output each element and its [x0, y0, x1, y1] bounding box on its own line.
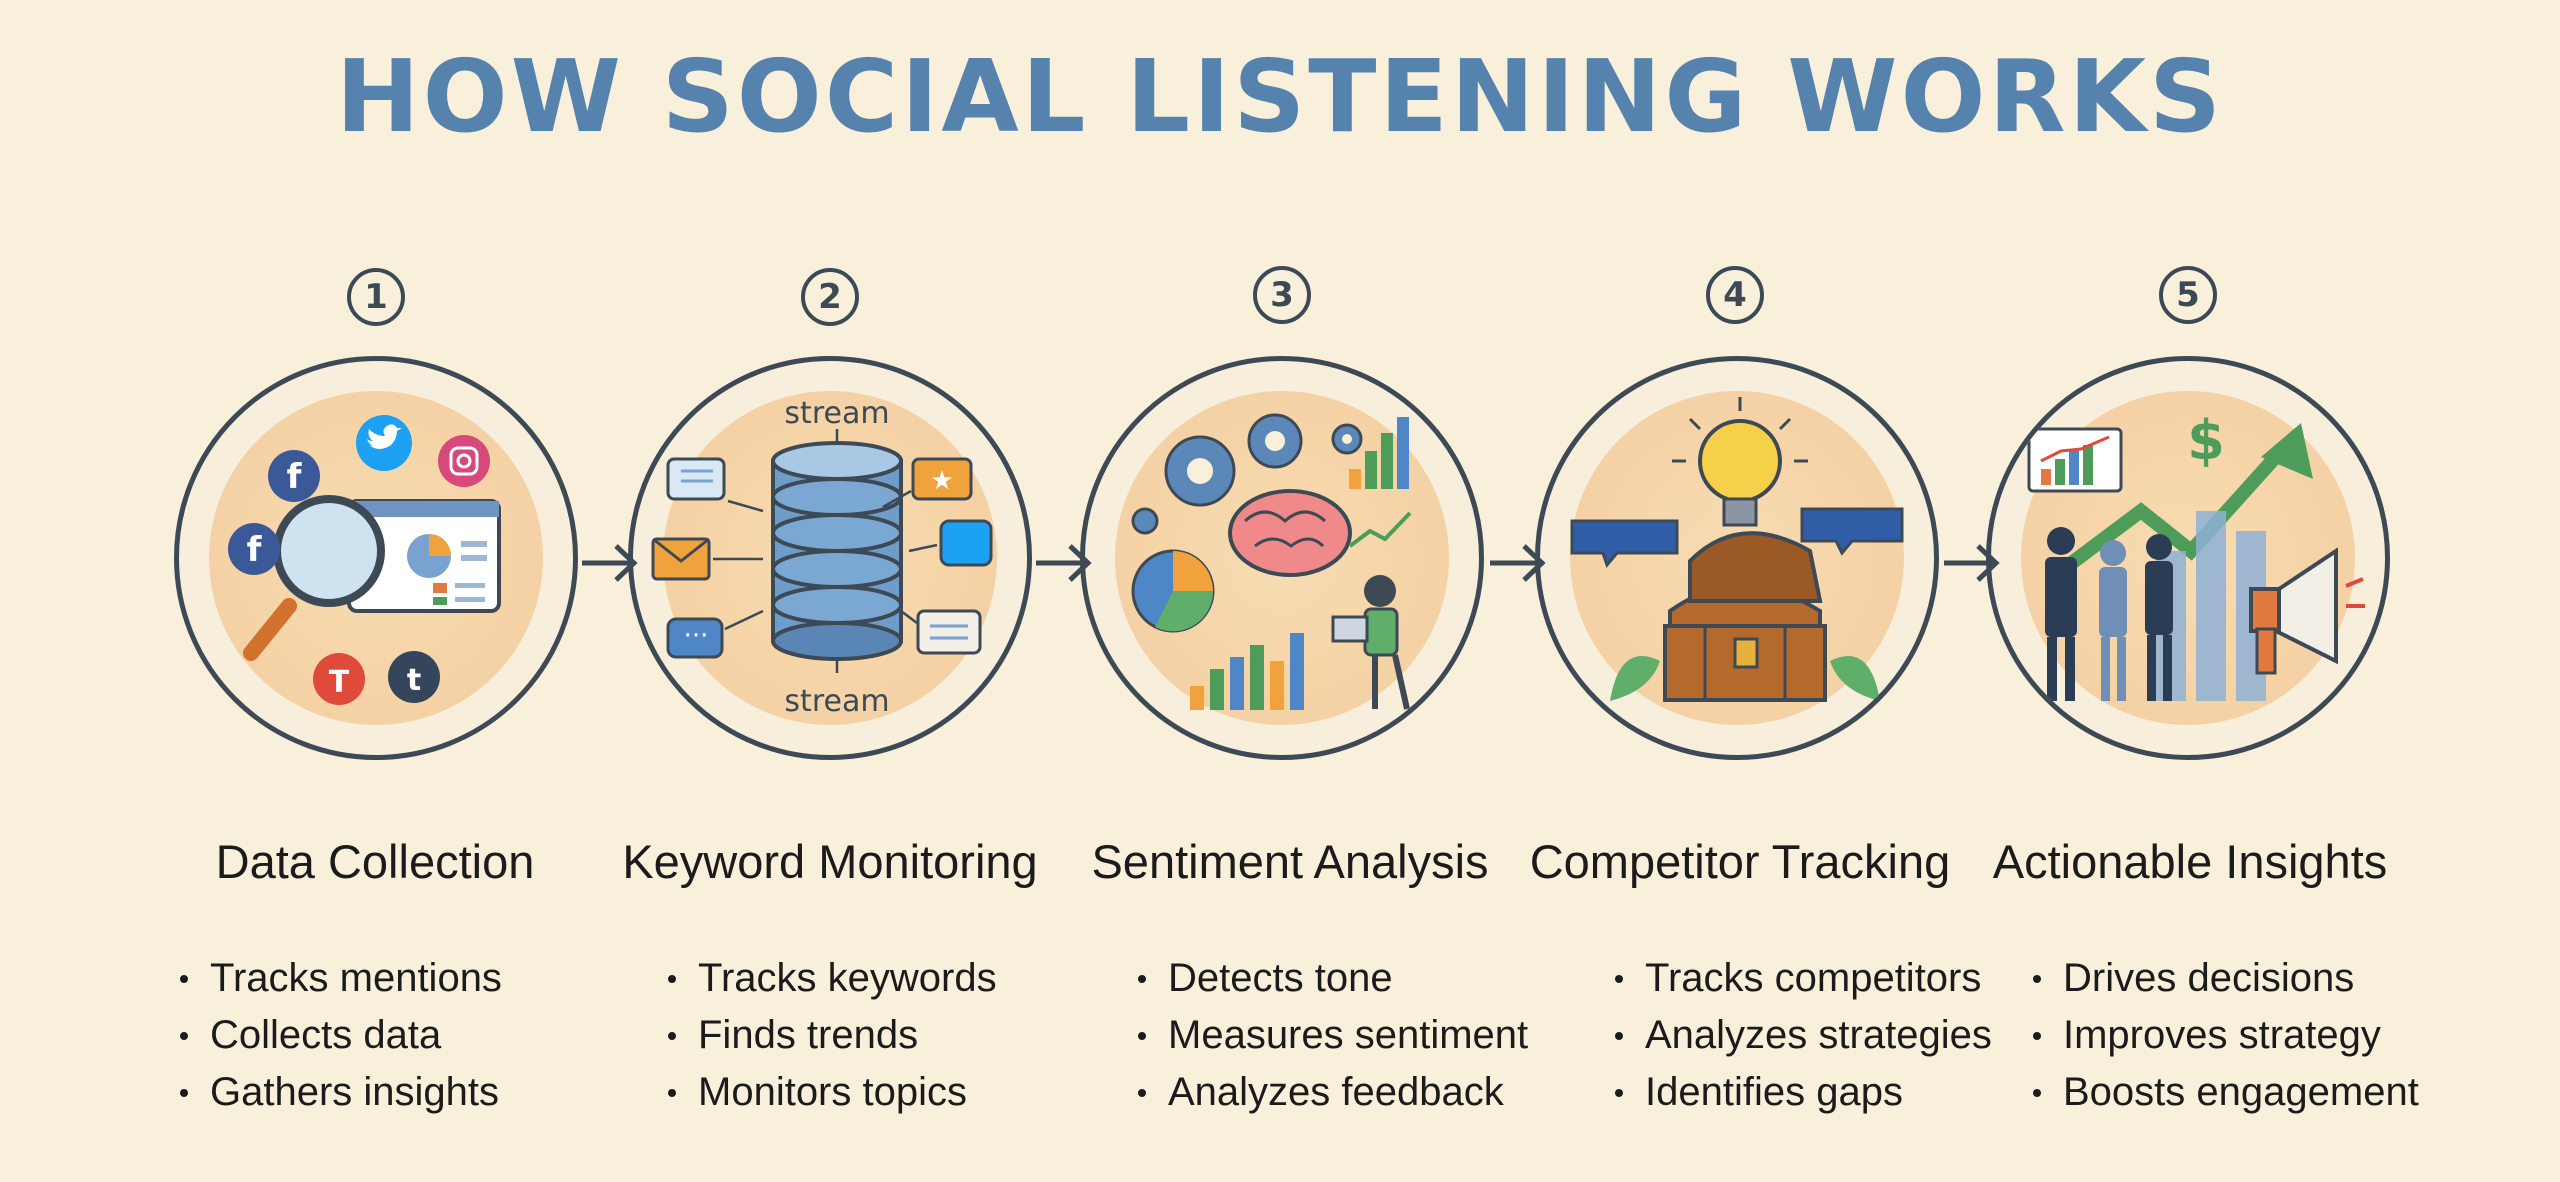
svg-text:t: t [407, 663, 421, 698]
step-illustration: ··· ★ stream stream [628, 356, 1032, 760]
step-title: Competitor Tracking [1529, 835, 1951, 888]
bullet-list: Detects tone Measures sentiment Analyzes… [1134, 950, 1528, 1121]
list-item: Tracks competitors [1611, 950, 1992, 1007]
step-illustration: $ [1986, 356, 2390, 760]
arrow-right-icon [582, 544, 638, 582]
bullet-list: Tracks mentions Collects data Gathers in… [176, 950, 502, 1121]
step-number: 3 [1253, 266, 1311, 324]
svg-text:★: ★ [930, 466, 953, 496]
list-item: Tracks mentions [176, 950, 502, 1007]
svg-text:T: T [329, 665, 350, 700]
svg-text:$: $ [2187, 409, 2225, 472]
bullet-list: Drives decisions Improves strategy Boost… [2029, 950, 2419, 1121]
list-item: Finds trends [664, 1007, 997, 1064]
page-title: HOW SOCIAL LISTENING WORKS [335, 38, 2225, 155]
stream-label-bottom: stream [784, 684, 889, 719]
list-item: Identifies gaps [1611, 1064, 1992, 1121]
step-title: Sentiment Analysis [1091, 835, 1489, 888]
step-actionable-insights: 5 $ [1930, 0, 2450, 1182]
list-item: Analyzes feedback [1134, 1064, 1528, 1121]
list-item: Improves strategy [2029, 1007, 2419, 1064]
step-title: Actionable Insights [1992, 835, 2388, 888]
list-item: Boosts engagement [2029, 1064, 2419, 1121]
step-data-collection: 1 f f T t Data Collection Tracks mention… [110, 0, 630, 1182]
list-item: Gathers insights [176, 1064, 502, 1121]
step-keyword-monitoring: 2 ··· ★ [570, 0, 1090, 1182]
arrow-right-icon [1944, 544, 2000, 582]
step-illustration [1535, 356, 1939, 760]
step-number: 5 [2159, 266, 2217, 324]
stream-label-top: stream [784, 396, 889, 431]
list-item: Detects tone [1134, 950, 1528, 1007]
step-sentiment-analysis: 3 Sentim [1020, 0, 1540, 1182]
list-item: Tracks keywords [664, 950, 997, 1007]
list-item: Measures sentiment [1134, 1007, 1528, 1064]
database-stream-icon: ··· ★ stream stream [651, 396, 993, 719]
list-item: Drives decisions [2029, 950, 2419, 1007]
step-illustration: f f T t [174, 356, 578, 760]
step-number: 2 [801, 268, 859, 326]
team-growth-megaphone-icon: $ [2027, 409, 2365, 701]
arrow-right-icon [1036, 544, 1092, 582]
bullet-list: Tracks competitors Analyzes strategies I… [1611, 950, 1992, 1121]
svg-text:···: ··· [684, 621, 709, 651]
magnifier-social-icons: f f T t [228, 415, 501, 705]
list-item: Monitors topics [664, 1064, 997, 1121]
svg-text:f: f [287, 457, 303, 497]
lightbulb-treasure-chest-icon [1570, 397, 1904, 702]
list-item: Collects data [176, 1007, 502, 1064]
svg-text:f: f [247, 530, 263, 570]
step-title: Keyword Monitoring [622, 835, 1038, 888]
arrow-right-icon [1490, 544, 1546, 582]
step-competitor-tracking: 4 Competitor Tracking Tracks [1475, 0, 1995, 1182]
step-illustration [1080, 356, 1484, 760]
bullet-list: Tracks keywords Finds trends Monitors to… [664, 950, 997, 1121]
brain-gears-charts-icon [1131, 413, 1412, 710]
step-title: Data Collection [215, 835, 535, 888]
step-number: 1 [347, 268, 405, 326]
step-number: 4 [1706, 266, 1764, 324]
list-item: Analyzes strategies [1611, 1007, 1992, 1064]
